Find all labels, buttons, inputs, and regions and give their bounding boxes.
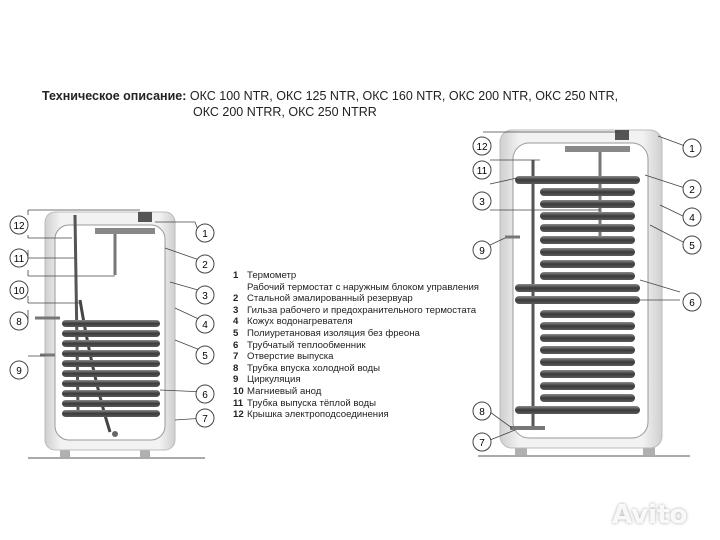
svg-text:8: 8	[16, 317, 22, 328]
left-callout-12: 12	[9, 215, 29, 235]
svg-text:11: 11	[477, 166, 488, 177]
left-callout-8: 8	[9, 311, 29, 331]
svg-text:3: 3	[202, 291, 208, 302]
svg-text:10: 10	[13, 286, 25, 297]
avito-watermark: Avito	[612, 500, 688, 530]
svg-text:7: 7	[479, 438, 485, 449]
right-callout-8: 8	[472, 401, 492, 421]
foot-left-2	[140, 448, 150, 457]
svg-text:6: 6	[202, 390, 208, 401]
svg-text:2: 2	[202, 260, 208, 271]
title-line1: ОКС 100 NTR, ОКС 125 NTR, ОКС 160 NTR, О…	[186, 89, 619, 103]
right-callout-9: 9	[472, 240, 492, 260]
left-callout-1: 1	[195, 223, 215, 243]
svg-text:8: 8	[479, 407, 485, 418]
right-callout-5: 5	[682, 235, 702, 255]
svg-text:9: 9	[479, 246, 485, 257]
svg-text:1: 1	[202, 229, 208, 240]
left-callout-10: 10	[9, 280, 29, 300]
legend-item: Рабочий термостат с наружным блоком упра…	[247, 281, 480, 293]
svg-text:3: 3	[479, 197, 485, 208]
foot-left-1	[60, 448, 70, 457]
title-prefix: Техническое описание:	[42, 89, 187, 103]
left-cover-box	[138, 212, 152, 222]
foot-right-1	[515, 445, 527, 455]
svg-text:4: 4	[202, 320, 208, 331]
svg-text:6: 6	[689, 298, 695, 309]
right-cover-box	[615, 130, 629, 140]
left-anode	[73, 214, 80, 411]
left-callout-11: 11	[9, 248, 29, 268]
title-line2: ОКС 200 NTRR, ОКС 250 NTRR	[193, 105, 377, 119]
left-callout-3: 3	[195, 285, 215, 305]
left-drain	[112, 431, 118, 437]
right-callout-3: 3	[472, 191, 492, 211]
diagram-title: Техническое описание: ОКС 100 NTR, ОКС 1…	[42, 88, 618, 105]
right-boiler: 12 11 3 9 8 7 1 2 4 5 6	[472, 129, 702, 457]
left-callout-2: 2	[195, 254, 215, 274]
svg-text:5: 5	[202, 351, 208, 362]
right-callout-12: 12	[472, 136, 492, 156]
left-callout-9: 9	[9, 360, 29, 380]
right-coil-lower	[515, 296, 640, 414]
left-coil	[62, 320, 160, 417]
right-callout-11: 11	[472, 160, 492, 180]
svg-text:1: 1	[689, 144, 695, 155]
svg-text:9: 9	[16, 366, 22, 377]
left-boiler: 12 11 10 8 9 1 2 3	[9, 209, 215, 459]
svg-text:11: 11	[14, 254, 25, 265]
svg-text:12: 12	[13, 221, 25, 232]
right-callout-1: 1	[682, 138, 702, 158]
left-callout-7: 7	[195, 408, 215, 428]
svg-text:7: 7	[202, 414, 208, 425]
left-callout-6: 6	[195, 384, 215, 404]
right-coil-upper	[515, 176, 640, 292]
svg-text:5: 5	[689, 241, 695, 252]
svg-text:12: 12	[476, 142, 488, 153]
svg-text:4: 4	[689, 213, 695, 224]
right-flange	[565, 146, 630, 152]
left-callout-4: 4	[195, 314, 215, 334]
right-callout-7: 7	[472, 432, 492, 452]
svg-text:2: 2	[689, 185, 695, 196]
right-callout-6: 6	[682, 292, 702, 312]
left-callout-5: 5	[195, 345, 215, 365]
right-callout-4: 4	[682, 207, 702, 227]
foot-right-2	[643, 445, 655, 455]
left-flange	[95, 228, 155, 234]
right-callout-2: 2	[682, 179, 702, 199]
